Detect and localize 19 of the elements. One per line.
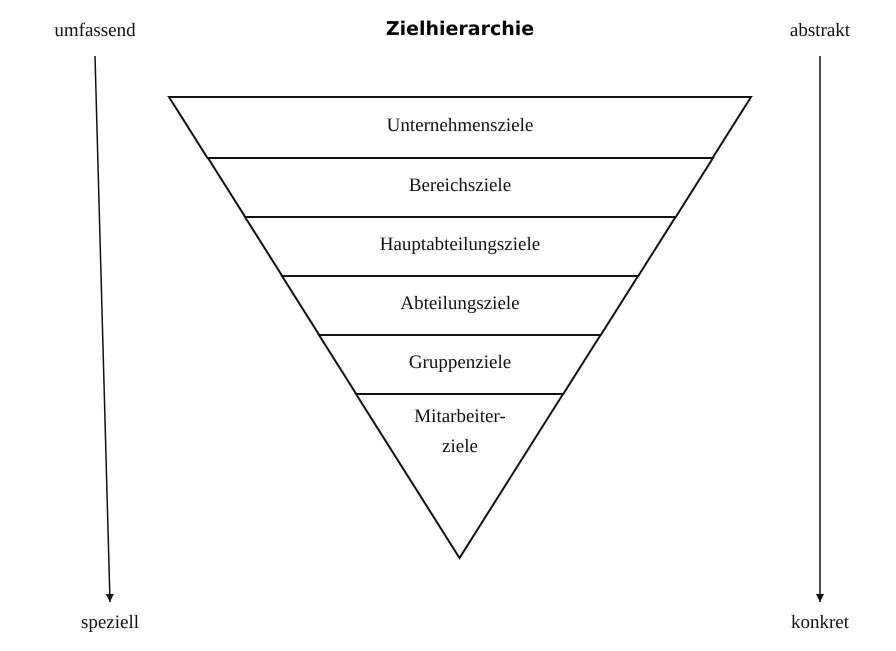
pyramid-tier [356,394,564,558]
pyramid-tier [282,276,638,335]
tier-label: Gruppenziele [408,352,512,374]
axis-label: speziell [55,612,165,634]
axis-label: abstrakt [765,20,875,42]
tier-label: Mitarbeiter- ziele [413,405,507,459]
pyramid-tier [169,97,751,158]
axis-label: umfassend [40,20,150,42]
pyramid-tier [244,217,676,276]
arrow [816,56,824,602]
tier-label: Abteilungsziele [399,292,521,314]
axis-label: konkret [765,612,875,634]
tier-label: Unternehmensziele [386,114,534,136]
arrow [94,56,114,602]
pyramid-tier [208,158,712,217]
tier-label: Hauptabteilungsziele [378,234,542,256]
diagram-title: Zielhierarchie [384,18,536,40]
pyramid-tier [319,335,601,394]
tier-label: Bereichsziele [408,174,512,196]
